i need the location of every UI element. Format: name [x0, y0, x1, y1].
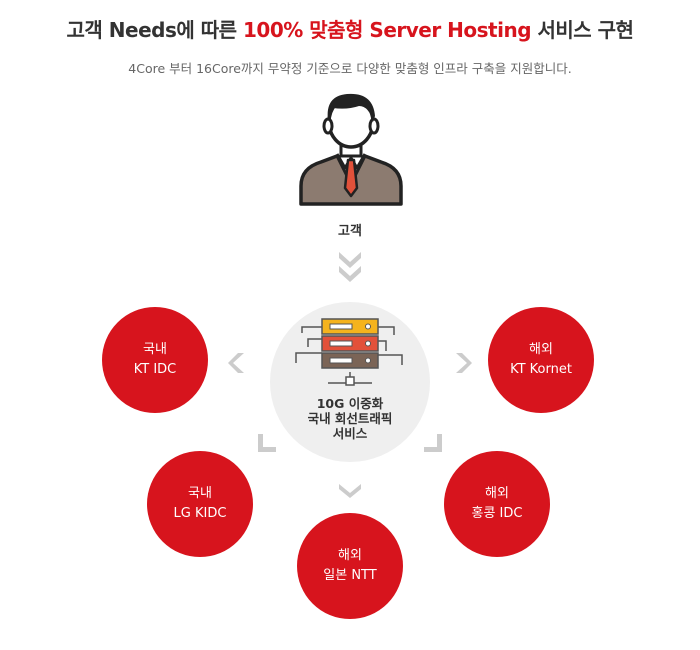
title-prefix: 고객 Needs에 따른 [66, 18, 243, 42]
hub-line: 국내 회선트래픽 [307, 411, 393, 426]
node-region: 해외 [485, 486, 509, 501]
chevron-down-icon [339, 252, 361, 282]
node-region: 국내 [143, 342, 167, 357]
server-rack-icon [295, 318, 403, 386]
node-region: 해외 [338, 548, 362, 563]
chevron-down-icon [339, 484, 361, 498]
node-kt-kornet: 해외 KT Kornet [488, 307, 594, 413]
hub-description: 10G 이중화 국내 회선트래픽 서비스 [270, 396, 430, 441]
customer-label: 고객 [338, 224, 362, 239]
node-kt-idc: 국내 KT IDC [102, 307, 208, 413]
node-japan-ntt: 해외 일본 NTT [297, 513, 403, 619]
node-lg-kidc: 국내 LG KIDC [147, 451, 253, 557]
hub-line: 10G 이중화 [316, 396, 384, 411]
chevron-left-icon [228, 353, 244, 373]
node-region: 국내 [188, 486, 212, 501]
node-name: 일본 NTT [323, 568, 377, 583]
hub-line: 서비스 [332, 426, 368, 441]
chevron-down-right-icon [424, 434, 442, 452]
page-subtitle: 4Core 부터 16Core까지 무약정 기준으로 다양한 맞춤형 인프라 구… [128, 61, 572, 76]
chevron-down-left-icon [258, 434, 276, 452]
node-name: 홍콩 IDC [471, 506, 523, 521]
businessman-icon [299, 93, 403, 206]
node-region: 해외 [529, 342, 553, 357]
chevron-right-icon [456, 353, 472, 373]
node-name: KT IDC [133, 362, 177, 377]
page-title: 고객 Needs에 따른 100% 맞춤형 Server Hosting 서비스… [0, 14, 700, 43]
title-accent: 100% 맞춤형 Server Hosting [243, 18, 532, 42]
title-suffix: 서비스 구현 [531, 18, 634, 42]
node-name: LG KIDC [173, 506, 227, 521]
node-hk-idc: 해외 홍콩 IDC [444, 451, 550, 557]
node-name: KT Kornet [510, 362, 572, 377]
